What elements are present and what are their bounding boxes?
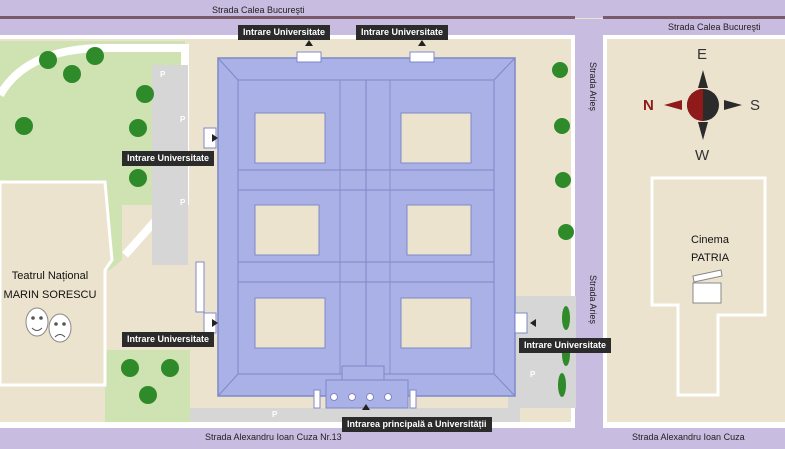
compass-icon	[664, 70, 742, 140]
compass-south: S	[750, 97, 761, 114]
parking-marker: P	[180, 198, 186, 207]
street-label-cuza-right: Strada Alexandru Ioan Cuza	[632, 432, 745, 442]
parking-marker: P	[530, 370, 536, 379]
theatre-building	[0, 180, 114, 387]
compass-east: E	[697, 46, 708, 63]
parking-marker: P	[160, 70, 166, 79]
parking-marker: P	[272, 410, 278, 419]
parking-marker: P	[180, 115, 186, 124]
street-label-cuza: Strada Alexandru Ioan Cuza Nr.13	[205, 432, 342, 442]
compass-west: W	[695, 147, 710, 164]
entrance-label-west-lower: Intrare Universitate	[122, 332, 215, 347]
entrance-label-main: Intrarea principală a Universității	[342, 417, 492, 432]
street-aries	[575, 19, 603, 449]
theatre-name-line1: Teatrul Național	[11, 270, 89, 282]
street-label-aries-upper: Strada Arieș	[588, 62, 598, 112]
entrance-arrows	[212, 40, 536, 410]
entrance-label-west-upper: Intrare Universitate	[122, 151, 215, 166]
street-top	[0, 0, 785, 18]
cinema-name-line2: PATRIA	[690, 252, 730, 264]
clapperboard-icon	[692, 269, 723, 304]
compass-north: N	[643, 97, 654, 114]
university-building	[195, 51, 528, 409]
street-label-aries-lower: Strada Arieș	[588, 275, 598, 325]
trees	[15, 47, 574, 404]
entrance-label-top-right: Intrare Universitate	[356, 25, 449, 40]
theatre-masks-icon	[25, 307, 72, 343]
street-label-calea-bucuresti: Strada Calea Bucureşti	[212, 5, 305, 15]
street-label-calea-bucuresti-right: Strada Calea Bucureşti	[668, 22, 761, 32]
entrance-label-east: Intrare Universitate	[519, 338, 612, 353]
theatre-name-line2: MARIN SORESCU	[3, 289, 97, 301]
cinema-name-line1: Cinema	[691, 234, 729, 246]
entrance-label-top-left: Intrare Universitate	[238, 25, 331, 40]
